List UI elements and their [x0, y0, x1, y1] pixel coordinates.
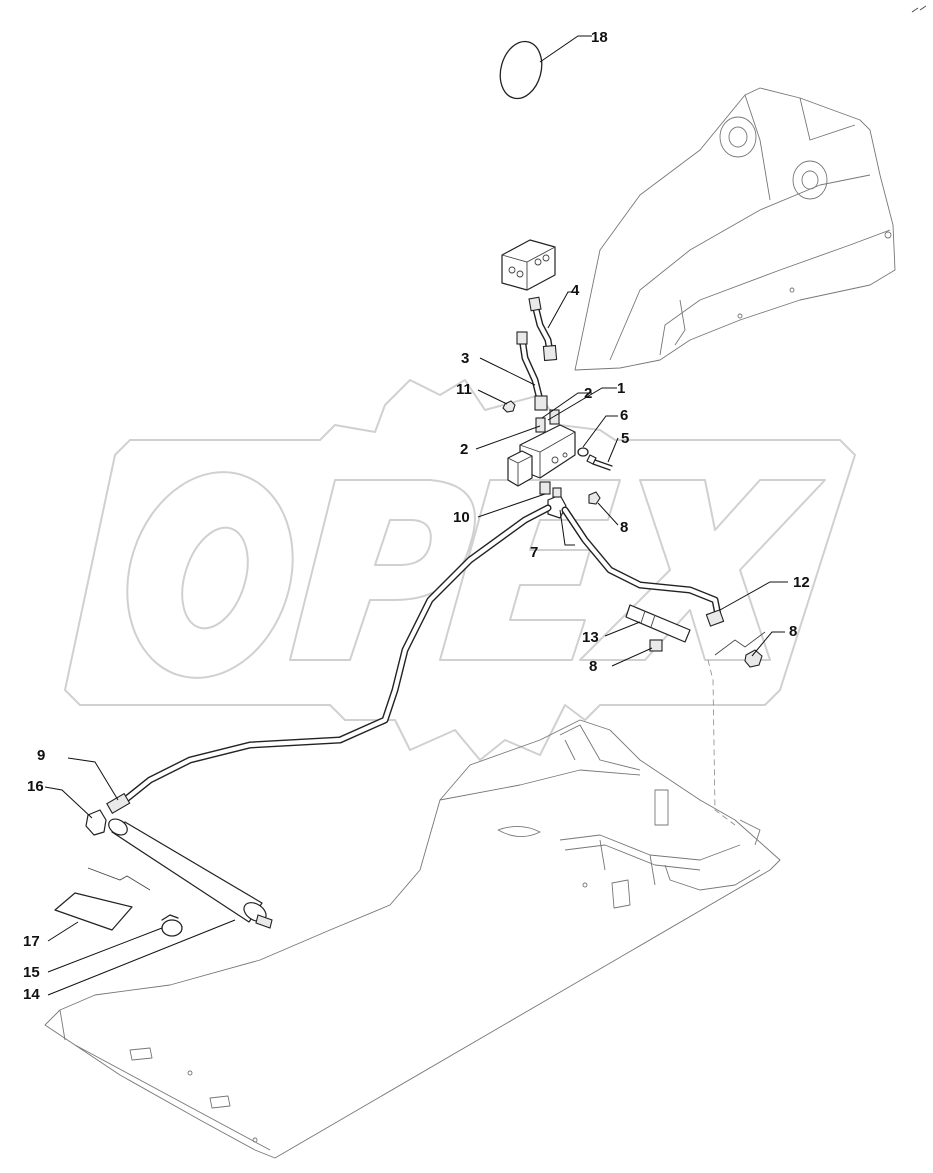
- plug-cap: [499, 40, 543, 100]
- boom-housing: [574, 87, 896, 371]
- callout-13: 13: [582, 629, 599, 646]
- callout-8-bottom: 8: [589, 658, 597, 675]
- solenoid-valve: [507, 409, 576, 487]
- callout-2-lower: 2: [460, 441, 468, 458]
- fitting-10: [539, 481, 551, 495]
- callout-4: 4: [571, 282, 580, 299]
- nut-8-top: [588, 491, 601, 505]
- pipe-4: [528, 296, 558, 362]
- callout-8-right: 8: [789, 623, 797, 640]
- hose-12: [561, 506, 725, 627]
- corner-mark: [911, 5, 927, 13]
- callout-labels: 18 4 3 11 2 1 6 2 5 10 8 7 12 13 8 8 9 1…: [23, 29, 810, 1003]
- leader-lines: [44, 35, 788, 996]
- chassis-frame: [44, 719, 781, 1159]
- elbow-16: [85, 809, 107, 836]
- watermark-logo: [64, 379, 856, 761]
- callout-5: 5: [621, 430, 629, 447]
- washer-6: [577, 447, 589, 457]
- callout-8-top: 8: [620, 519, 628, 536]
- callout-15: 15: [23, 964, 40, 981]
- mounting-line: [707, 659, 736, 826]
- bolt-5: [586, 454, 613, 471]
- hose-9: [106, 504, 552, 814]
- callout-7: 7: [530, 544, 538, 561]
- break-mark: [714, 631, 766, 656]
- callout-12: 12: [793, 574, 810, 591]
- callout-10: 10: [453, 509, 470, 526]
- callout-16: 16: [27, 778, 44, 795]
- callout-6: 6: [620, 407, 628, 424]
- adapter-13: [625, 604, 691, 652]
- callout-9: 9: [37, 747, 45, 764]
- callout-11: 11: [456, 381, 472, 398]
- callout-3: 3: [461, 350, 469, 367]
- callout-17: 17: [23, 933, 40, 950]
- callout-2-upper: 2: [584, 385, 592, 402]
- decal-17: [54, 867, 151, 931]
- hose-clamp-15: [161, 914, 183, 937]
- manifold-block: [501, 239, 556, 291]
- nut-8-right: [744, 649, 763, 668]
- pipe-3: [516, 331, 548, 411]
- tee-fitting-7: [547, 487, 567, 519]
- callout-14: 14: [23, 986, 40, 1003]
- callout-1: 1: [617, 380, 625, 397]
- accumulator-14: [108, 818, 273, 929]
- callout-18: 18: [591, 29, 608, 46]
